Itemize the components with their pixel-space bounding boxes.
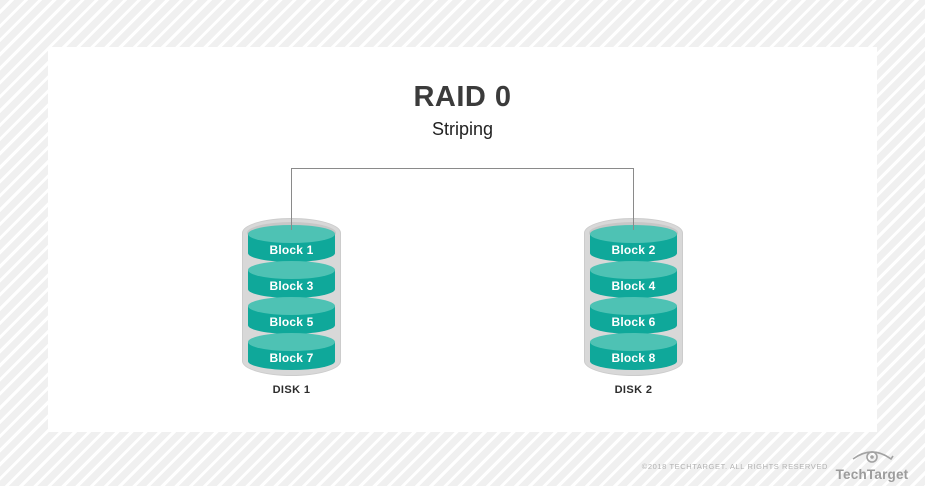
block-label: Block 1 [269,242,314,257]
techtarget-eye-icon [852,451,894,463]
disk-1-label: DISK 1 [272,384,311,396]
block-label: Block 6 [611,314,656,329]
disk-2-label: DISK 2 [614,384,653,396]
diagram-subtitle: Striping [431,119,494,139]
connector-line-horizontal [291,168,633,169]
disk-1-block-3: Block 5 [248,297,335,334]
disk-2-block-3: Block 6 [590,297,677,334]
techtarget-logo: TechTarget [829,444,915,482]
techtarget-wordmark: TechTarget [835,467,909,482]
connector-line-vertical-left [291,168,292,230]
disk-1: Block 1 Block 3 Block 5 Block 7 DISK 1 [242,218,341,408]
diagram-title: RAID 0 [413,81,512,113]
block-label: Block 4 [611,278,656,293]
block-label: Block 7 [269,350,314,365]
disk-2-shell: Block 2 Block 4 Block 6 Block 8 [584,218,683,376]
block-label: Block 8 [611,350,656,365]
disk-2: Block 2 Block 4 Block 6 Block 8 DISK 2 [584,218,683,408]
disk-1-shell: Block 1 Block 3 Block 5 Block 7 [242,218,341,376]
block-label: Block 2 [611,242,656,257]
disk-2-block-1: Block 2 [590,225,677,262]
disk-2-block-2: Block 4 [590,261,677,298]
connector-line-vertical-right [633,168,634,230]
block-label: Block 5 [269,314,314,329]
disk-2-block-4: Block 8 [590,333,677,370]
disk-1-block-4: Block 7 [248,333,335,370]
disk-1-block-2: Block 3 [248,261,335,298]
copyright-text: ©2018 TECHTARGET. ALL RIGHTS RESERVED [641,462,828,471]
diagram-card: RAID 0 Striping Block 1 Block 3 Block 5 … [48,47,877,432]
block-label: Block 3 [269,278,314,293]
disk-1-block-1: Block 1 [248,225,335,262]
